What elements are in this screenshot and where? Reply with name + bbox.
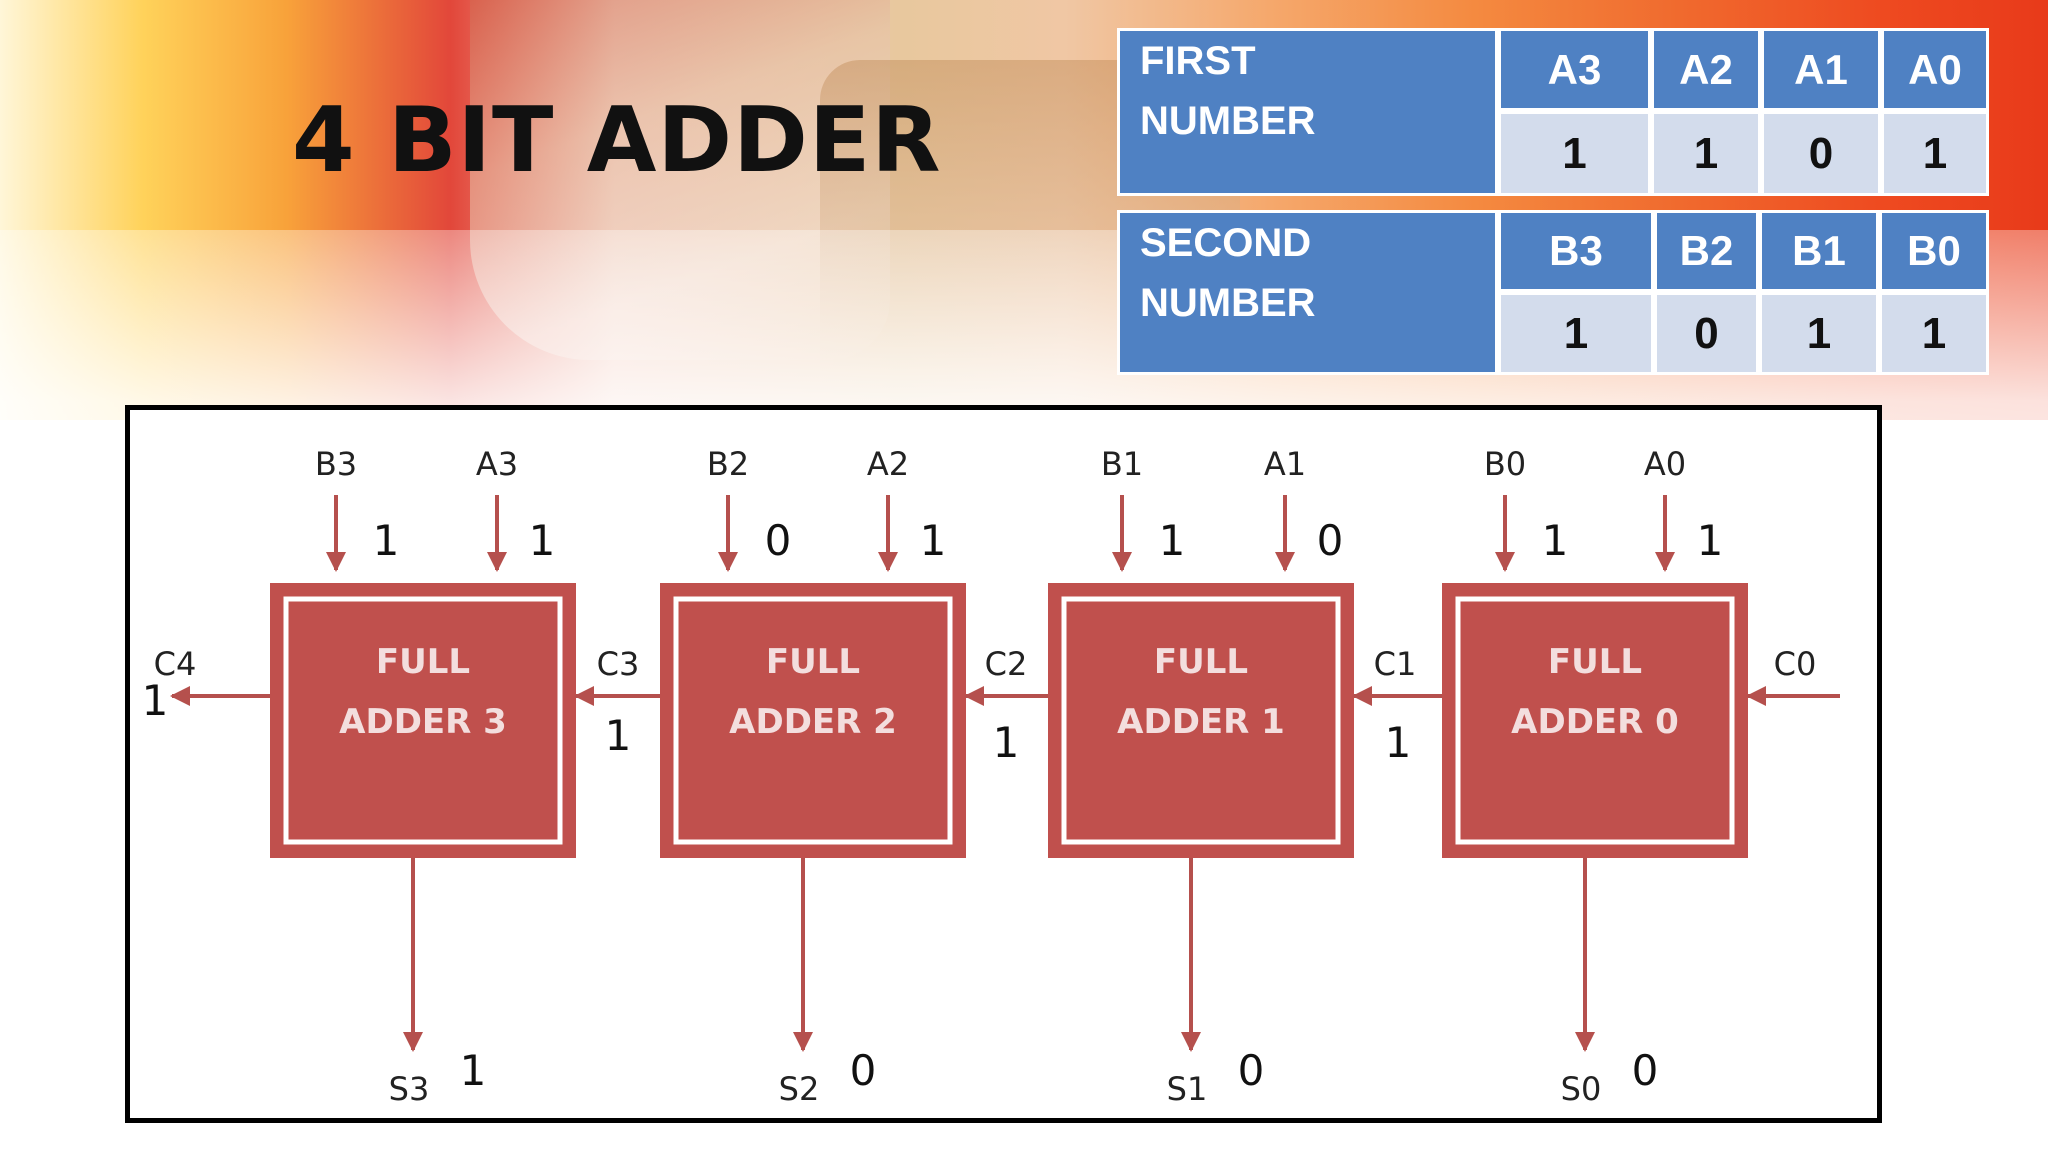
second-value-b0: 1 [1879, 292, 1989, 375]
input-value-a2: 1 [920, 516, 947, 565]
full-adder-2-box [660, 583, 966, 858]
input-value-a3: 1 [529, 516, 556, 565]
carry-label-c1: C1 [1374, 645, 1417, 683]
first-value-a3: 1 [1498, 111, 1651, 196]
second-number-label-line2: NUMBER [1140, 281, 1316, 325]
second-value-b1: 1 [1759, 292, 1879, 375]
sum-value-s3: 1 [460, 1046, 487, 1095]
sum-value-s0: 0 [1632, 1046, 1659, 1095]
first-number-label-line2: NUMBER [1140, 99, 1316, 143]
full-adder-0-inner-border [1455, 596, 1735, 845]
second-value-b3: 1 [1498, 292, 1654, 375]
first-header-a0: A0 [1881, 28, 1989, 111]
input-value-a1: 0 [1317, 516, 1344, 565]
full-adder-2-label-line2: ADDER 2 [729, 702, 897, 742]
input-label-a1: A1 [1264, 445, 1306, 483]
first-value-a0: 1 [1881, 111, 1989, 196]
slide-title: 4 BIT ADDER [292, 88, 942, 193]
carry-label-c2: C2 [985, 645, 1028, 683]
sum-value-s2: 0 [850, 1046, 877, 1095]
input-label-b2: B2 [707, 445, 749, 483]
sum-value-s1: 0 [1238, 1046, 1265, 1095]
full-adder-3-inner-border [283, 596, 563, 845]
input-label-b1: B1 [1101, 445, 1143, 483]
sum-label-s3: S3 [389, 1070, 430, 1108]
full-adder-3-box [270, 583, 576, 858]
full-adder-1-box [1048, 583, 1354, 858]
second-header-b0: B0 [1879, 210, 1989, 292]
full-adder-0-box [1442, 583, 1748, 858]
first-header-a3: A3 [1498, 28, 1651, 111]
second-header-b2: B2 [1654, 210, 1759, 292]
full-adder-1-label-line2: ADDER 1 [1117, 702, 1285, 742]
input-value-b1: 1 [1159, 516, 1186, 565]
carry-value-c2: 1 [993, 718, 1020, 767]
carry-label-c4: C4 [154, 645, 197, 683]
sum-label-s2: S2 [779, 1070, 820, 1108]
sum-label-s1: S1 [1167, 1070, 1208, 1108]
second-value-b2: 0 [1654, 292, 1759, 375]
input-label-a3: A3 [476, 445, 518, 483]
first-header-a2: A2 [1651, 28, 1761, 111]
input-label-b0: B0 [1484, 445, 1526, 483]
input-label-a2: A2 [867, 445, 909, 483]
full-adder-3-label-line2: ADDER 3 [339, 702, 507, 742]
carry-value-c4: 1 [142, 676, 169, 725]
carry-label-c3: C3 [597, 645, 640, 683]
second-number-label-line1: SECOND [1140, 221, 1312, 265]
input-value-b2: 0 [765, 516, 792, 565]
full-adder-1-label-line1: FULL [1154, 642, 1248, 682]
full-adder-0-label-line1: FULL [1548, 642, 1642, 682]
input-label-b3: B3 [315, 445, 357, 483]
full-adder-2-inner-border [673, 596, 953, 845]
first-value-a2: 1 [1651, 111, 1761, 196]
second-header-b3: B3 [1498, 210, 1654, 292]
input-value-a0: 1 [1697, 516, 1724, 565]
carry-label-c0: C0 [1774, 645, 1817, 683]
full-adder-1-inner-border [1061, 596, 1341, 845]
carry-value-c3: 1 [605, 711, 632, 760]
carry-value-c1: 1 [1385, 718, 1412, 767]
sum-label-s0: S0 [1561, 1070, 1602, 1108]
input-value-b3: 1 [373, 516, 400, 565]
input-value-b0: 1 [1542, 516, 1569, 565]
full-adder-0-label-line2: ADDER 0 [1511, 702, 1679, 742]
first-header-a1: A1 [1761, 28, 1881, 111]
full-adder-3-label-line1: FULL [376, 642, 470, 682]
first-value-a1: 0 [1761, 111, 1881, 196]
input-label-a0: A0 [1644, 445, 1686, 483]
first-number-label: FIRST NUMBER [1117, 28, 1498, 196]
first-number-label-line1: FIRST [1140, 39, 1256, 83]
second-header-b1: B1 [1759, 210, 1879, 292]
second-number-label: SECOND NUMBER [1117, 210, 1498, 375]
full-adder-2-label-line1: FULL [766, 642, 860, 682]
